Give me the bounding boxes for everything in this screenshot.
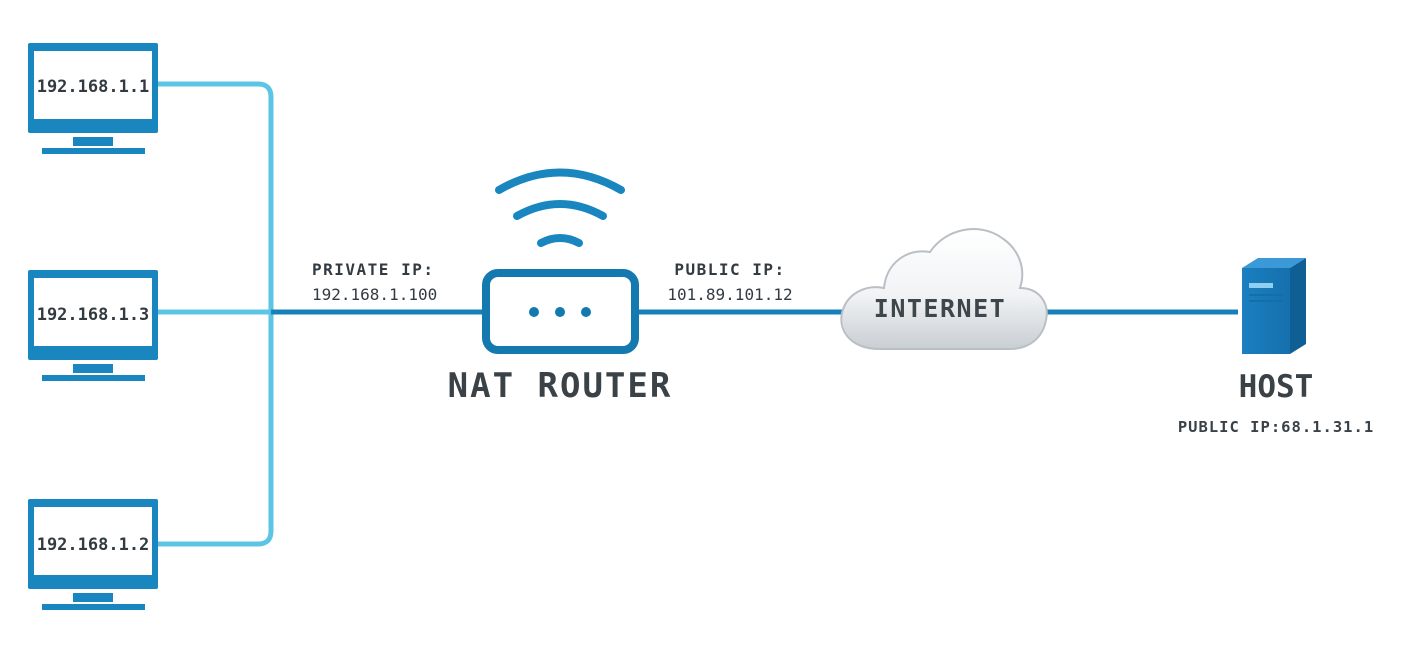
server-icon <box>1242 258 1306 354</box>
computer-3: 192.168.1.2 <box>28 499 158 610</box>
host-label: HOST <box>1239 369 1314 405</box>
public-ip-label: PUBLIC IP: 101.89.101.12 <box>667 260 792 304</box>
monitor-icon <box>28 270 158 381</box>
computer-1: 192.168.1.1 <box>28 43 158 154</box>
public-ip-caption: PUBLIC IP: <box>674 260 785 279</box>
nat-router: NAT ROUTER <box>448 168 673 406</box>
internet-label: INTERNET <box>874 294 1006 323</box>
router-label: NAT ROUTER <box>448 366 673 406</box>
wifi-icon <box>495 168 625 247</box>
router-icon <box>482 269 639 354</box>
host-server: HOST PUBLIC IP:68.1.31.1 <box>1178 258 1374 436</box>
private-ip-value: 192.168.1.100 <box>312 285 437 304</box>
computer-ip: 192.168.1.2 <box>37 535 150 555</box>
private-ip-label: PRIVATE IP: 192.168.1.100 <box>312 260 437 304</box>
computer-2: 192.168.1.3 <box>28 270 158 381</box>
connection-lines <box>158 81 1238 547</box>
monitor-icon <box>28 43 158 154</box>
computer-ip: 192.168.1.1 <box>37 77 150 97</box>
internet-cloud: INTERNET <box>840 228 1048 350</box>
cloud-icon <box>840 228 1048 350</box>
public-ip-value: 101.89.101.12 <box>667 285 792 304</box>
host-public-ip: PUBLIC IP:68.1.31.1 <box>1178 418 1374 436</box>
monitor-icon <box>28 499 158 610</box>
private-ip-caption: PRIVATE IP: <box>312 260 434 279</box>
computer-ip: 192.168.1.3 <box>37 305 150 325</box>
